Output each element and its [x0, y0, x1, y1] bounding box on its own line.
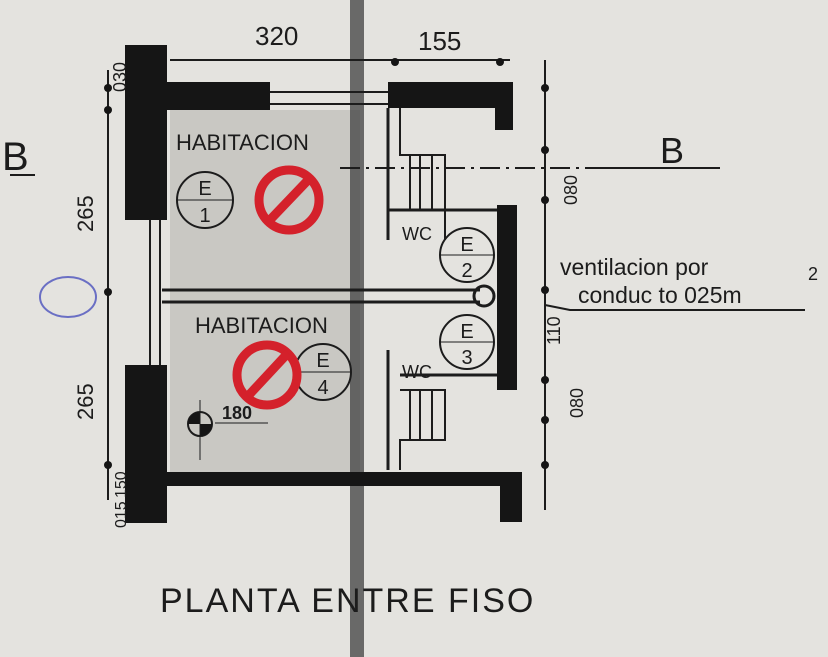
dimension-left-upper: 265: [73, 195, 98, 232]
svg-text:3: 3: [461, 347, 472, 369]
room-label-habitacion-upper: HABITACION: [176, 130, 309, 155]
svg-text:1: 1: [199, 205, 210, 227]
section-mark-left: B: [2, 135, 29, 179]
shaded-area: [170, 110, 360, 480]
level-mark-icon: [187, 400, 268, 460]
svg-text:4: 4: [317, 377, 328, 399]
svg-text:E: E: [316, 350, 329, 372]
ventilation-note-superscript: 2: [808, 264, 818, 284]
room-label-wc-lower: WC: [402, 362, 432, 382]
dimension-ticks: [104, 58, 549, 469]
plan-title: PLANTA ENTRE FISO: [160, 582, 535, 620]
marker-e4: E 4: [294, 343, 352, 401]
section-mark-right: B: [660, 130, 684, 171]
dimension-top-right: 155: [418, 26, 461, 56]
dimension-left-lower: 265: [73, 383, 98, 420]
dimension-right-lower: 080: [567, 388, 587, 418]
dimension-left-bottom-a: 015: [113, 501, 130, 528]
svg-text:E: E: [460, 321, 473, 343]
red-prohibition-mark-lower: [232, 340, 302, 410]
dimension-right-middle: 110: [544, 316, 564, 345]
blue-handwritten-circle: [39, 276, 97, 318]
svg-text:2: 2: [461, 260, 472, 282]
walls: [125, 45, 522, 523]
marker-e2: E 2: [439, 227, 495, 283]
svg-text:E: E: [460, 234, 473, 256]
svg-text:E: E: [198, 178, 211, 200]
ventilation-note-line2: conduc to 025m: [578, 282, 742, 308]
dimension-top-left: 320: [255, 21, 298, 51]
plan-lines: [10, 59, 805, 510]
ventilation-note-line1: ventilacion por: [560, 254, 709, 280]
level-value: 180: [222, 403, 252, 423]
paper-fold: [350, 0, 364, 657]
marker-e1: E 1: [176, 171, 234, 229]
room-label-habitacion-lower: HABITACION: [195, 313, 328, 338]
room-label-wc-upper: WC: [402, 224, 432, 244]
red-prohibition-mark-upper: [254, 165, 324, 235]
dimension-left-top-small: 030: [110, 62, 130, 92]
dimension-left-bottom-b: 150: [113, 471, 130, 498]
dimension-right-upper: 080: [561, 175, 581, 205]
marker-e3: E 3: [439, 314, 495, 370]
